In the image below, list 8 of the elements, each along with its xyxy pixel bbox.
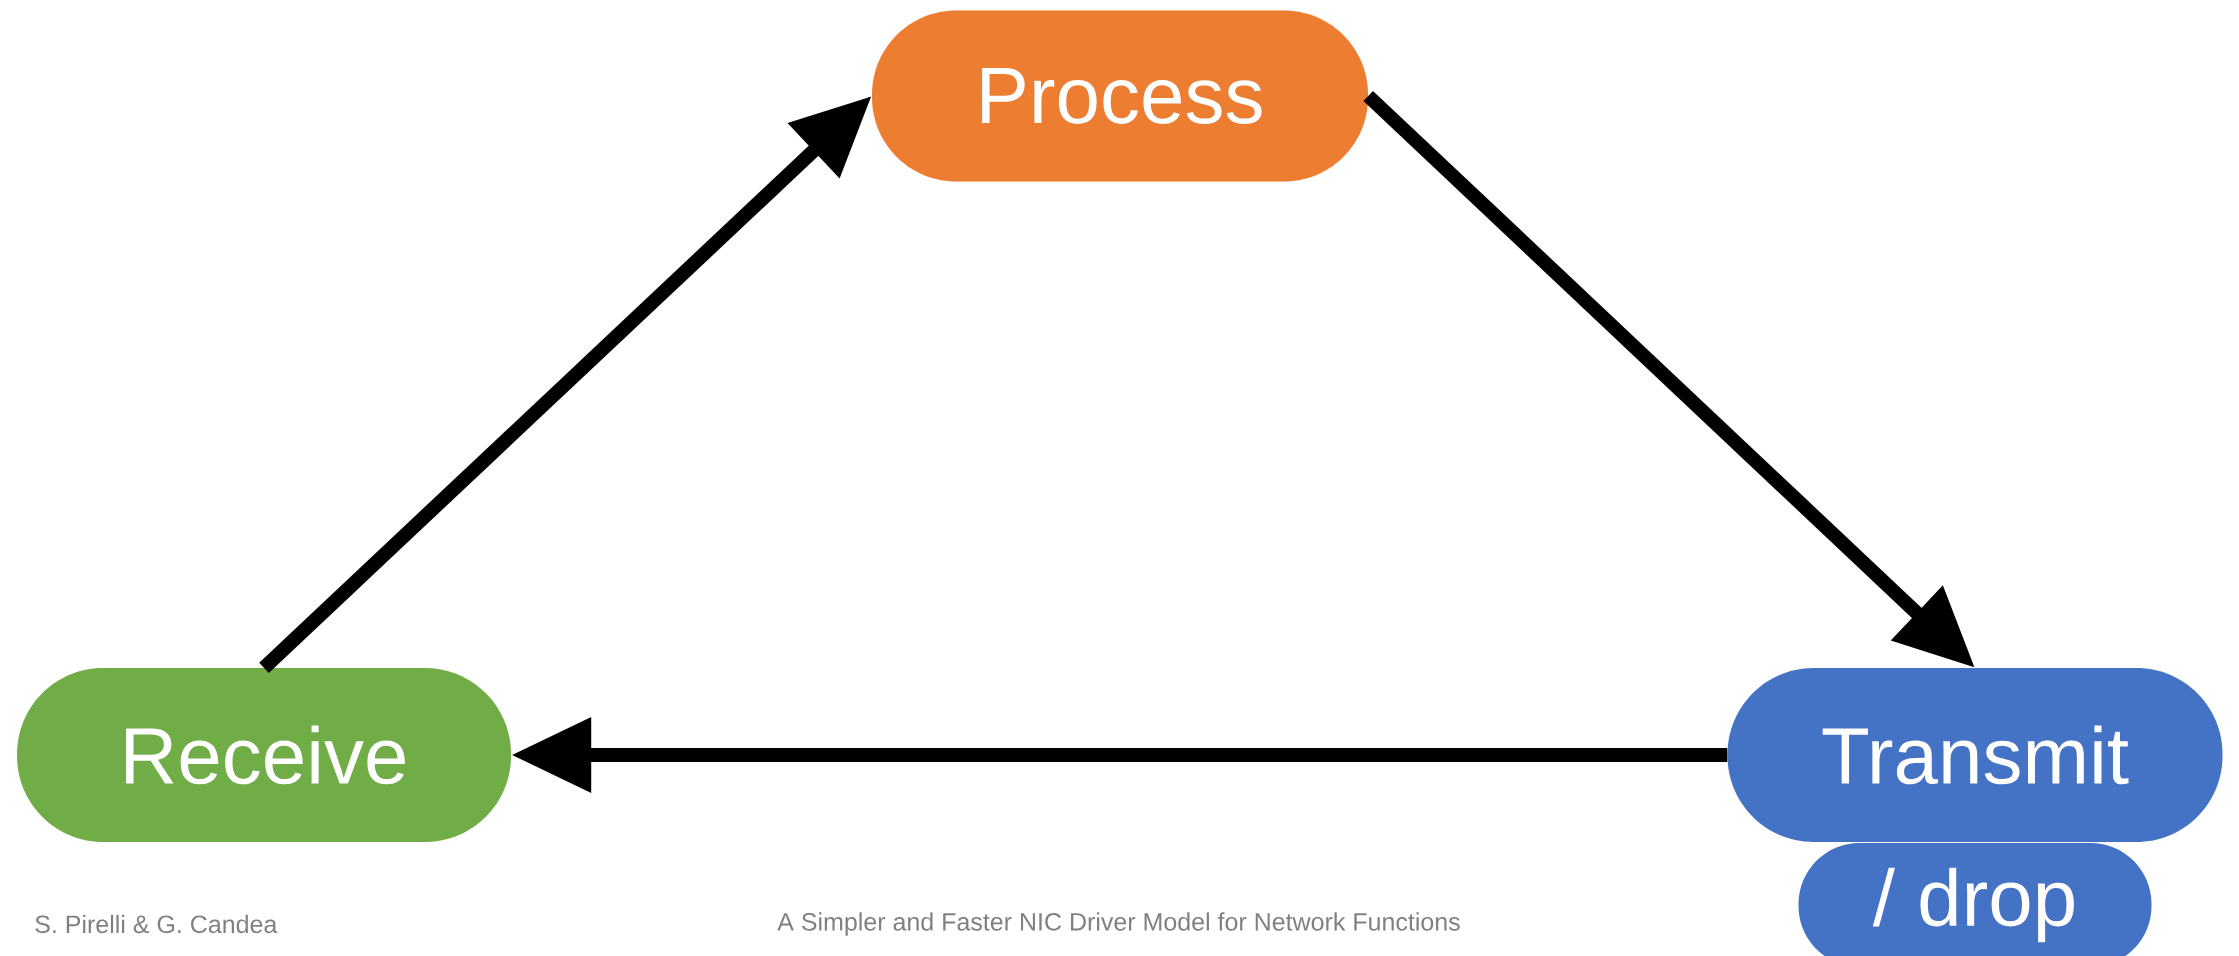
pill-box: Transmit [1727, 668, 2223, 842]
footer-text: A Simpler and Faster NIC Driver Model for Network Functions [777, 912, 1460, 936]
node-label: / drop [1872, 867, 2074, 943]
pill-box: Receive [17, 668, 511, 842]
pill-box: Process [872, 10, 1368, 182]
footer-text: S. Pirelli & G. Candea [35, 914, 278, 934]
pill-box: / drop [1798, 843, 2152, 956]
node-label: Transmit [1822, 725, 2129, 785]
